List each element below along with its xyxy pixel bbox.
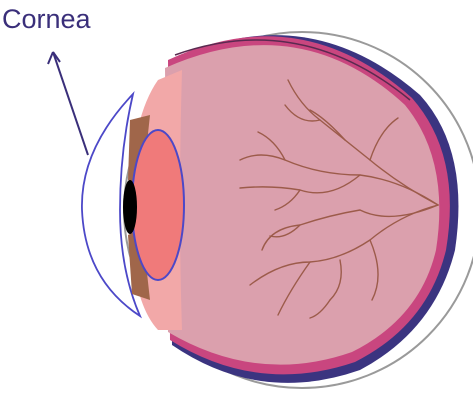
cornea-label: Cornea [2,4,91,34]
pupil [123,180,137,234]
iris-lower [128,228,150,300]
retina-line [174,39,411,101]
cornea [81,90,143,319]
retinal-blood-vessels [239,79,439,319]
vitreous-body [165,45,440,365]
cornea-pointer-line [52,51,89,156]
lens [131,129,185,281]
cornea-pointer-arrowhead [47,51,61,65]
